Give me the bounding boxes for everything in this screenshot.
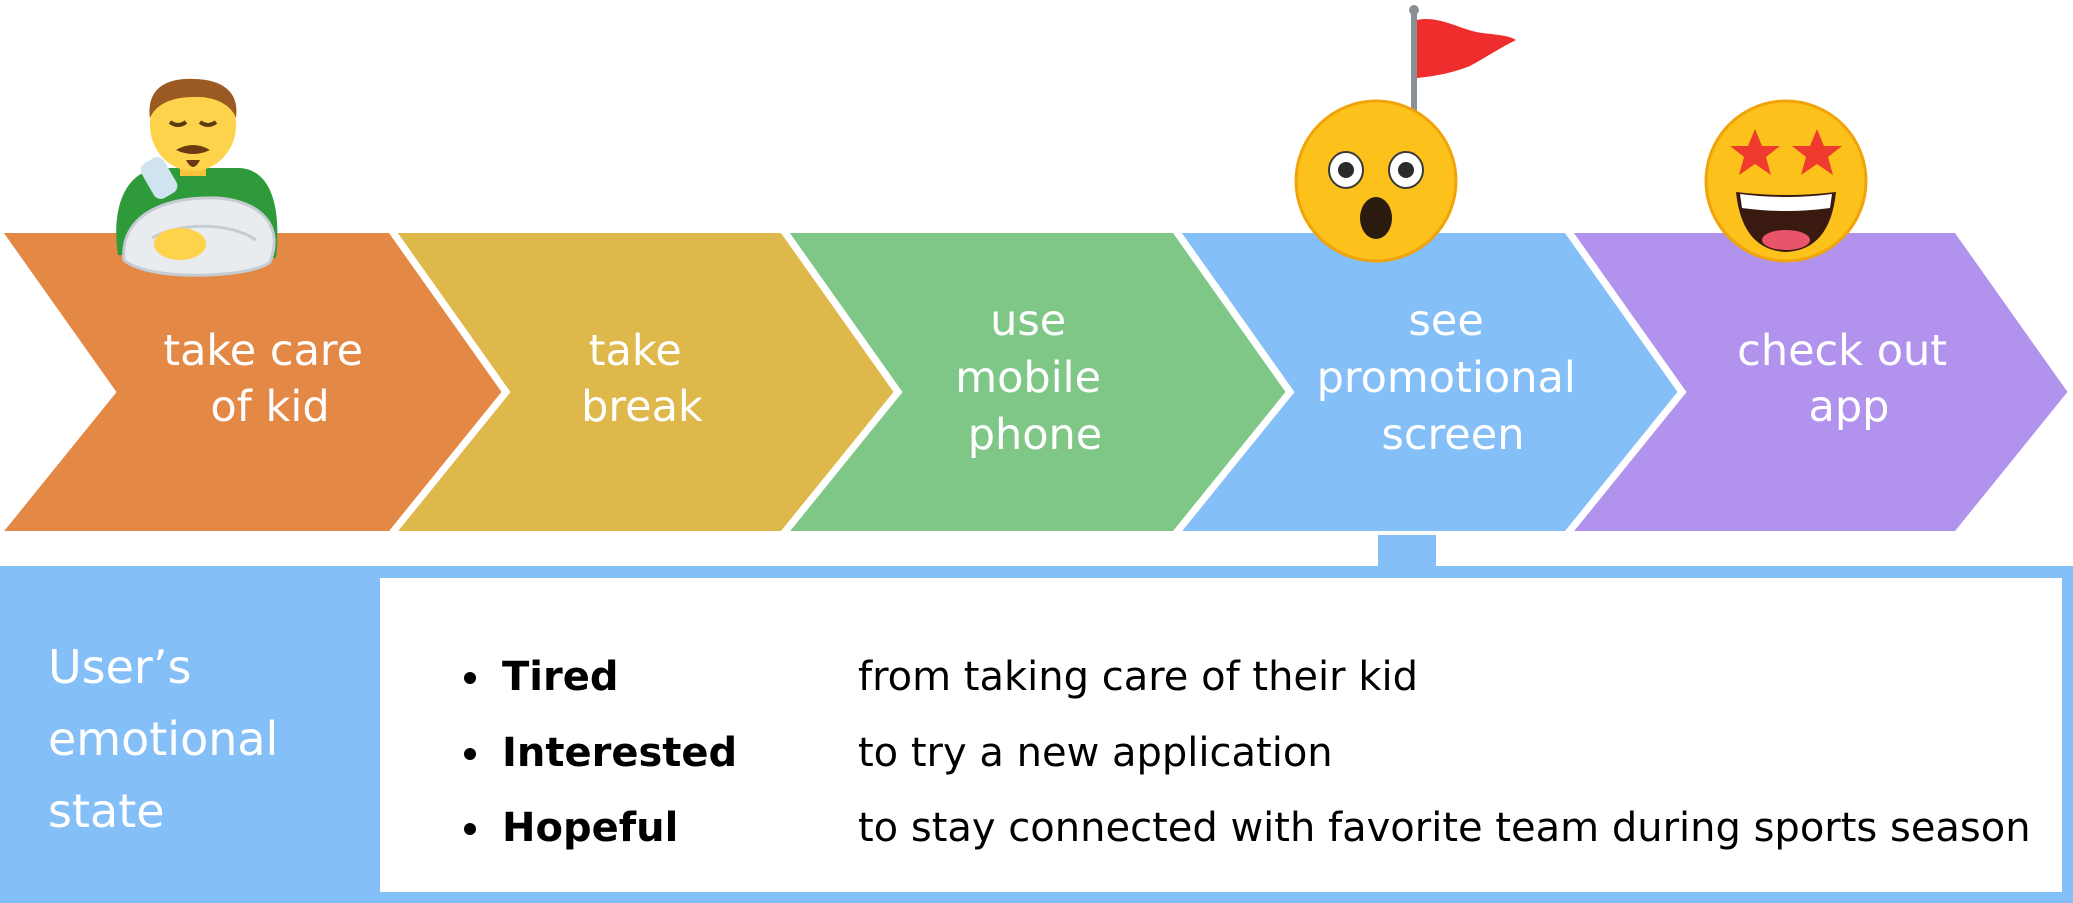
emotional-state-panel: User’s emotional state Tired from taking… [0, 566, 2073, 903]
step-connector [1378, 530, 1436, 566]
red-flag-icon [1409, 5, 1516, 115]
step-5-label-line: check out [1737, 326, 1947, 376]
emotion-name: Tired [502, 654, 619, 700]
step-1-label-line: of kid [210, 382, 329, 432]
man-feeding-baby-icon [116, 78, 278, 277]
emotional-state-title: User’s emotional state [48, 631, 348, 847]
step-chevrons [0, 229, 2073, 535]
step-4-label-line: promotional [1317, 353, 1576, 403]
astonished-face-icon [1294, 99, 1458, 263]
emotional-state-title-line: state [48, 784, 165, 838]
step-1-label: take care of kid [163, 326, 377, 432]
step-2-label: take break [581, 326, 703, 432]
step-3-chevron [781, 229, 1291, 535]
emotional-state-title-line: emotional [48, 712, 279, 766]
emotion-item: Hopeful to stay connected with favorite … [380, 798, 2062, 858]
step-1-label-line: take care [163, 326, 363, 376]
step-3-label-line: phone [968, 410, 1103, 460]
step-3-label-line: use [990, 296, 1066, 346]
step-3-label-line: mobile [955, 353, 1101, 403]
step-2-chevron [389, 229, 899, 535]
emotion-item: Interested to try a new application [380, 723, 2062, 783]
bullet-icon [464, 748, 476, 760]
step-2-label-line: take [589, 326, 682, 376]
emotion-item: Tired from taking care of their kid [380, 647, 2062, 707]
emotion-name: Interested [502, 730, 738, 776]
step-5-label: check out app [1737, 326, 1961, 432]
step-5-label-line: app [1809, 382, 1890, 432]
step-5-chevron [1565, 229, 2073, 535]
bullet-icon [464, 672, 476, 684]
star-struck-face-icon [1704, 99, 1868, 263]
journey-diagram: take care of kid take break use mobile p… [0, 5, 2073, 566]
step-4-label: see promotional screen [1317, 296, 1590, 460]
step-4-chevron [1173, 229, 1683, 535]
step-4-label-line: see [1409, 296, 1484, 346]
bullet-icon [464, 823, 476, 835]
emotional-state-title-line: User’s [48, 640, 192, 694]
emotion-name: Hopeful [502, 805, 679, 851]
emotional-state-list: Tired from taking care of their kid Inte… [380, 578, 2062, 892]
emotion-description: from taking care of their kid [858, 654, 1418, 700]
step-3-label: use mobile phone [955, 296, 1115, 460]
step-4-label-line: screen [1382, 410, 1525, 460]
emotion-description: to try a new application [858, 730, 1333, 776]
emotion-description: to stay connected with favorite team dur… [858, 805, 2031, 851]
step-1-chevron [0, 229, 507, 535]
step-2-label-line: break [581, 382, 703, 432]
